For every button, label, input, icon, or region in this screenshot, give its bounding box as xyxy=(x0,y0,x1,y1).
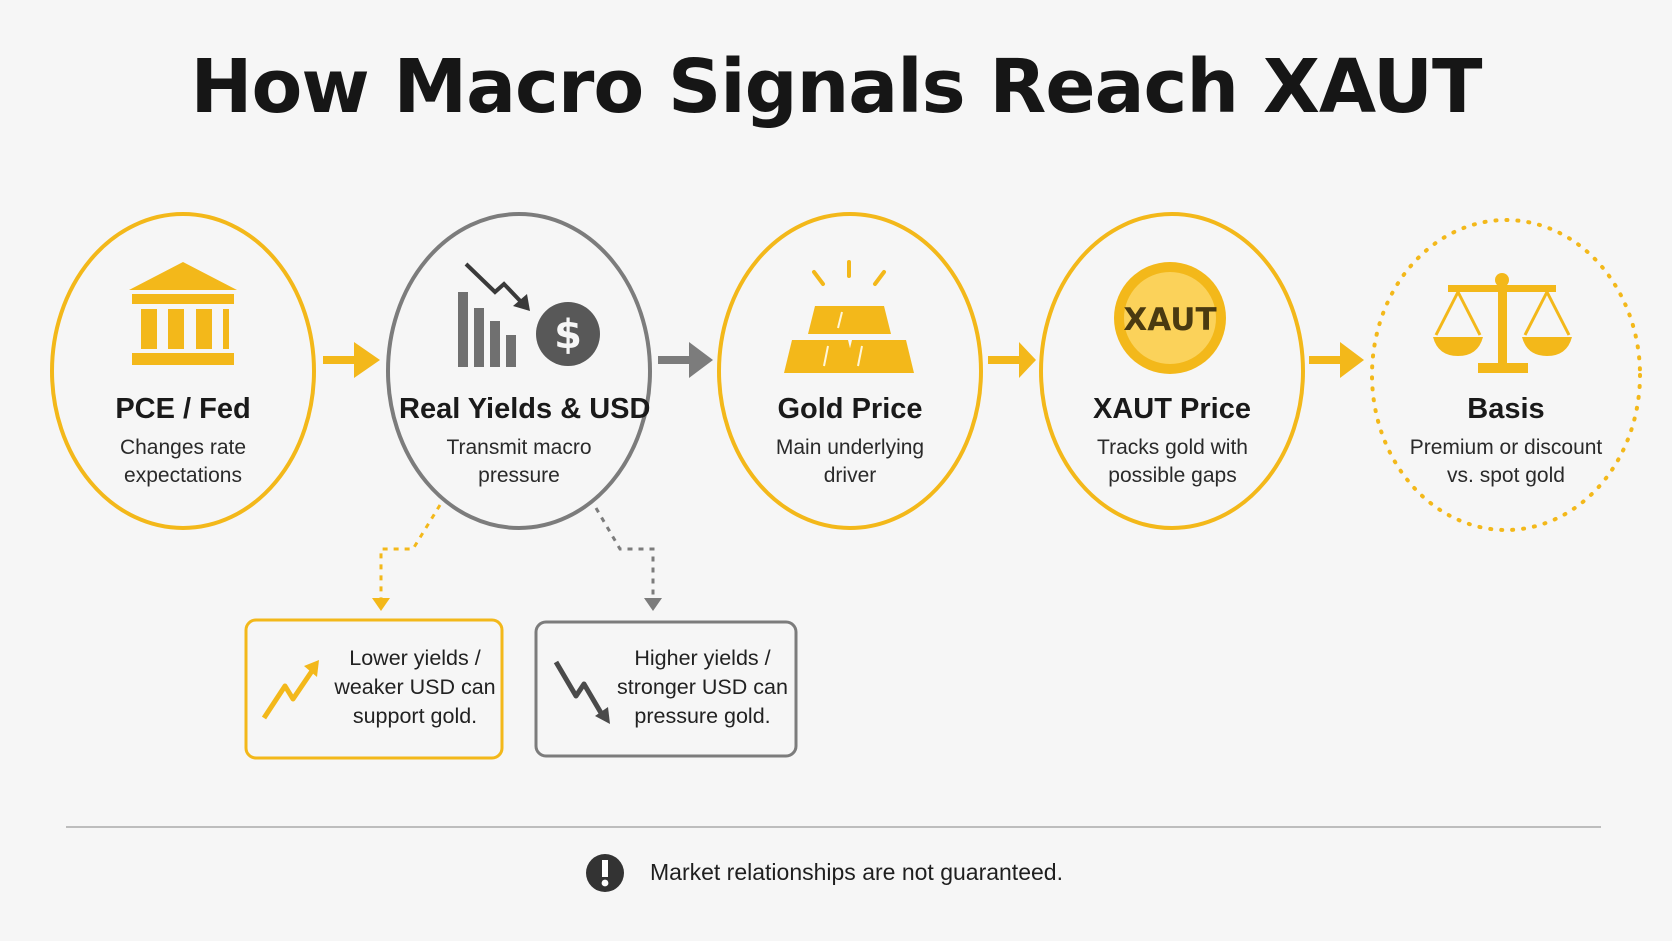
node-gold-price: Gold Price Main underlying driver xyxy=(730,393,970,490)
arrow-1 xyxy=(323,342,380,378)
node-pce-fed: PCE / Fed Changes rate expectations xyxy=(63,393,303,490)
trend-down-icon xyxy=(553,660,610,724)
xaut-coin-label: XAUT xyxy=(1123,302,1216,338)
page-title: How Macro Signals Reach XAUT xyxy=(190,44,1483,130)
node-circle-pce-fed xyxy=(50,212,316,530)
connector-arrowhead-lower xyxy=(372,598,390,611)
effect-higher-yields-text: Higher yields / stronger USD can pressur… xyxy=(617,646,788,728)
node-real-yields-usd: Real Yields & USD Transmit macro pressur… xyxy=(399,393,651,490)
node-title: PCE / Fed xyxy=(115,393,251,425)
node-circle-gold-price xyxy=(717,212,983,530)
node-circle-real-yields xyxy=(386,212,652,530)
arrow-4 xyxy=(1309,342,1364,378)
node-title: Gold Price xyxy=(777,393,923,425)
balance-scale-icon xyxy=(1433,273,1572,373)
node-title: Real Yields & USD xyxy=(399,393,651,425)
arrow-2 xyxy=(658,342,713,378)
effect-box-higher-yields xyxy=(534,620,798,758)
connector-arrowhead-higher xyxy=(644,598,662,611)
gold-bars-icon xyxy=(784,260,914,373)
svg-text:$: $ xyxy=(554,312,582,358)
footer-divider xyxy=(66,826,1601,828)
alert-icon xyxy=(586,854,624,892)
node-description: Changes rate expectations xyxy=(119,436,247,487)
trend-up-icon xyxy=(261,660,319,720)
footnote-text: Market relationships are not guaranteed. xyxy=(650,859,1063,885)
falling-chart-dollar-icon: $ xyxy=(458,262,600,367)
node-basis: Basis Premium or discount vs. spot gold xyxy=(1386,393,1626,490)
node-description: Premium or discount vs. spot gold xyxy=(1409,436,1603,487)
effect-box-lower-yields xyxy=(244,618,504,760)
node-description: Tracks gold with possible gaps xyxy=(1097,436,1248,487)
node-title: Basis xyxy=(1467,393,1545,425)
connector-to-higher-yields xyxy=(594,507,655,598)
node-circle-basis xyxy=(1370,218,1642,532)
xaut-coin-icon xyxy=(1114,262,1226,374)
effect-lower-yields-text: Lower yields / weaker USD can support go… xyxy=(334,646,496,728)
bank-icon xyxy=(129,262,237,365)
node-title: XAUT Price xyxy=(1093,393,1251,425)
node-description: Transmit macro pressure xyxy=(446,436,592,487)
node-circle-xaut-price xyxy=(1039,212,1305,530)
node-xaut-price: XAUT Price Tracks gold with possible gap… xyxy=(1052,393,1292,490)
node-description: Main underlying driver xyxy=(775,436,925,487)
connector-to-lower-yields xyxy=(379,504,442,598)
arrow-3 xyxy=(988,342,1036,378)
